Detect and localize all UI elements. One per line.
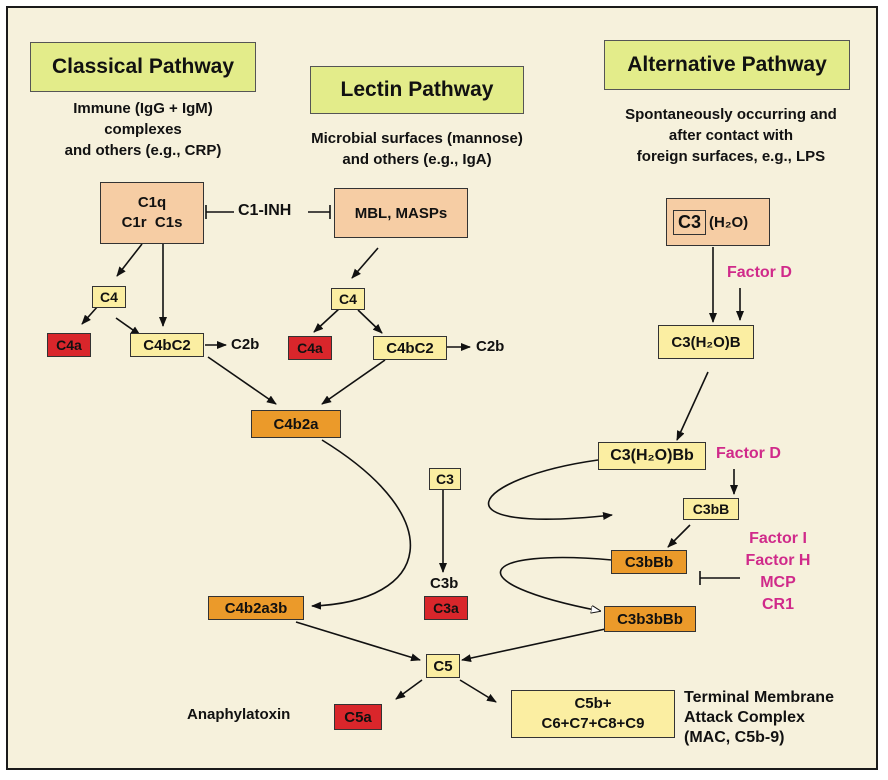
c4b2a-to-c4b2a3b-curve [312,440,410,606]
mac-desc-line-2: Attack Complex [684,708,834,728]
c4-to-c4bc2-mid-arrow [358,310,382,333]
c3-inner-box: C3 [673,210,706,235]
c3h2ob-to-c3h2obb-arrow [677,372,708,440]
mac-desc-line-3: (MAC, C5b-9) [684,728,834,748]
c4a-mid-box: C4a [288,336,332,360]
mbl-masps-box: MBL, MASPs [334,188,468,238]
c5-to-mac-arrow [460,680,496,702]
h2o-label: (H₂O) [709,214,748,231]
c4bc2-left-to-c4b2a-arrow [208,357,276,404]
c4bc2-left-box: C4bC2 [130,333,204,357]
c4-to-c4a-left-arrow [82,306,98,324]
c3-box: C3 [429,468,461,490]
mbl-to-c4-arrow [352,248,378,278]
c3b3bbb-to-c5-arrow [462,628,610,660]
c4b2a3b-to-c5-arrow [296,622,420,660]
c1-inh-label: C1-INH [238,202,291,220]
c3bbb-to-c3b3bbb-curve [500,558,612,611]
c4bc2-mid-box: C4bC2 [373,336,447,360]
c3-h2o-box: C3 (H₂O) [666,198,770,246]
mcp-label: MCP [736,572,820,594]
c4-mid-box: C4 [331,288,365,310]
c4-left-box: C4 [92,286,126,308]
c3a-box: C3a [424,596,468,620]
c1q-label: C1q [138,193,166,213]
c3bb-to-c3bbb-arrow [668,525,690,547]
anaphylatoxin-label: Anaphylatoxin [187,706,290,723]
mac-line-2: C6+C7+C8+C9 [542,714,645,734]
c1-complex-box: C1q C1r C1s [100,182,204,244]
c2b-left-label: C2b [231,336,259,353]
c4bc2-mid-to-c4b2a-arrow [322,360,385,404]
c4b2a3b-box: C4b2a3b [208,596,304,620]
c3b-label: C3b [430,575,458,592]
mac-box: C5b+ C6+C7+C8+C9 [511,690,675,738]
c1-to-c4-arrow [117,244,142,276]
c4b2a-box: C4b2a [251,410,341,438]
factor-i-label: Factor I [736,528,820,550]
regulators-label: Factor I Factor H MCP CR1 [736,528,820,616]
cr1-label: CR1 [736,594,820,616]
c4a-left-box: C4a [47,333,91,357]
c3bb-box: C3bB [683,498,739,520]
factor-d-label-2: Factor D [716,445,781,463]
mac-desc-line-1: Terminal Membrane [684,688,834,708]
c4-to-c4a-mid-arrow [314,308,340,332]
mac-description: Terminal Membrane Attack Complex (MAC, C… [684,688,834,748]
c5-box: C5 [426,654,460,678]
c3b3bbb-box: C3b3bBb [604,606,696,632]
c2b-mid-label: C2b [476,338,504,355]
c3h2obb-to-c3bb-curve [489,460,612,519]
factor-d-label-1: Factor D [727,264,792,282]
mac-line-1: C5b+ [574,694,611,714]
c1r-c1s-label: C1r C1s [122,213,183,233]
c3h2obb-box: C3(H₂O)Bb [598,442,706,470]
c5-to-c5a-arrow [396,680,422,699]
factor-h-label: Factor H [736,550,820,572]
c3bbb-box: C3bBb [611,550,687,574]
c3h2ob-box: C3(H₂O)B [658,325,754,359]
c5a-box: C5a [334,704,382,730]
